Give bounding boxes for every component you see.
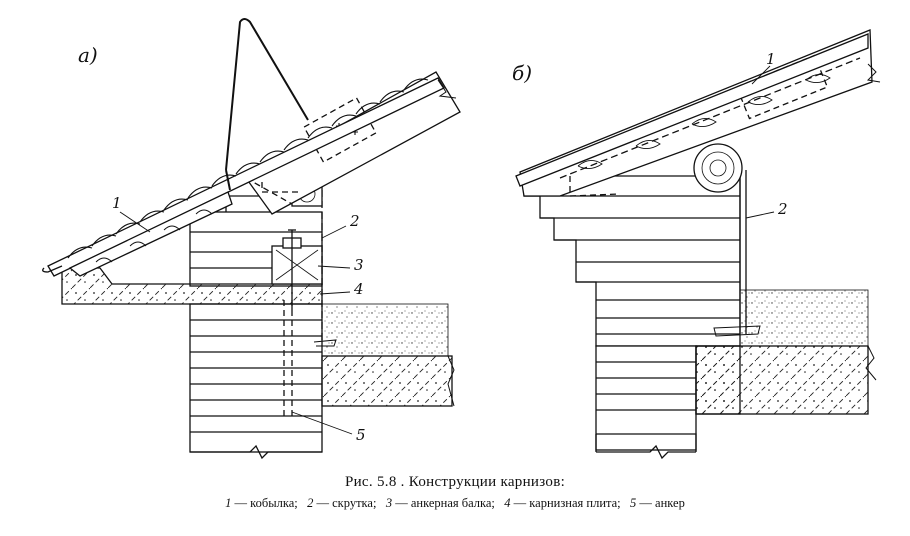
panel-a-bolt <box>282 229 302 310</box>
caption-title: Рис. 5.8 . Конструкции карнизов: <box>344 474 566 490</box>
callout-a-5: 5 <box>356 426 366 444</box>
panel-b-lower-wall <box>595 345 697 451</box>
legend-item: 2 — скрутка; <box>307 496 377 510</box>
callout-b-2: 2 <box>777 200 788 218</box>
panel-a-gutter <box>42 265 63 273</box>
panel-a-insulation <box>321 303 449 357</box>
panel-b-label: б) <box>512 61 532 85</box>
callout-a-3: 3 <box>354 256 364 274</box>
panel-a-leaders <box>119 211 353 435</box>
panel-a-roof-covering <box>47 77 445 277</box>
panel-a-brick-wall <box>189 195 323 460</box>
panel-a-floor-slab <box>321 355 453 407</box>
legend-item: 3 — анкерная балка; <box>385 496 495 510</box>
panel-a-scaffold <box>225 18 309 171</box>
callout-a-2: 2 <box>349 212 360 230</box>
panel-a-sprocket <box>68 191 233 277</box>
callout-b-1: 1 <box>766 50 776 68</box>
panel-b-wall-plate <box>693 143 743 193</box>
panel-a-rafter <box>245 71 461 215</box>
panel-b-insulation <box>739 289 869 347</box>
figure-caption: Рис. 5.8 . Конструкции карнизов: 1 — коб… <box>0 472 910 512</box>
panel-b-brick-corbel <box>523 175 741 347</box>
callout-a-4: 4 <box>353 280 364 298</box>
panel-b <box>515 29 881 460</box>
caption-legend: 1 — кобылка; 2 — скрутка; 3 — анкерная б… <box>0 494 910 512</box>
panel-b-leaders <box>745 65 775 219</box>
legend-item: 1 — кобылка; <box>225 496 298 510</box>
legend-item: 5 — анкер <box>630 496 685 510</box>
panel-a-tiles <box>67 78 429 259</box>
callout-a-1: 1 <box>112 194 122 212</box>
panel-b-roof-boards <box>515 33 869 187</box>
panel-a-label: а) <box>78 43 98 67</box>
panel-a <box>42 18 461 460</box>
legend-item: 4 — карнизная плита; <box>504 496 621 510</box>
